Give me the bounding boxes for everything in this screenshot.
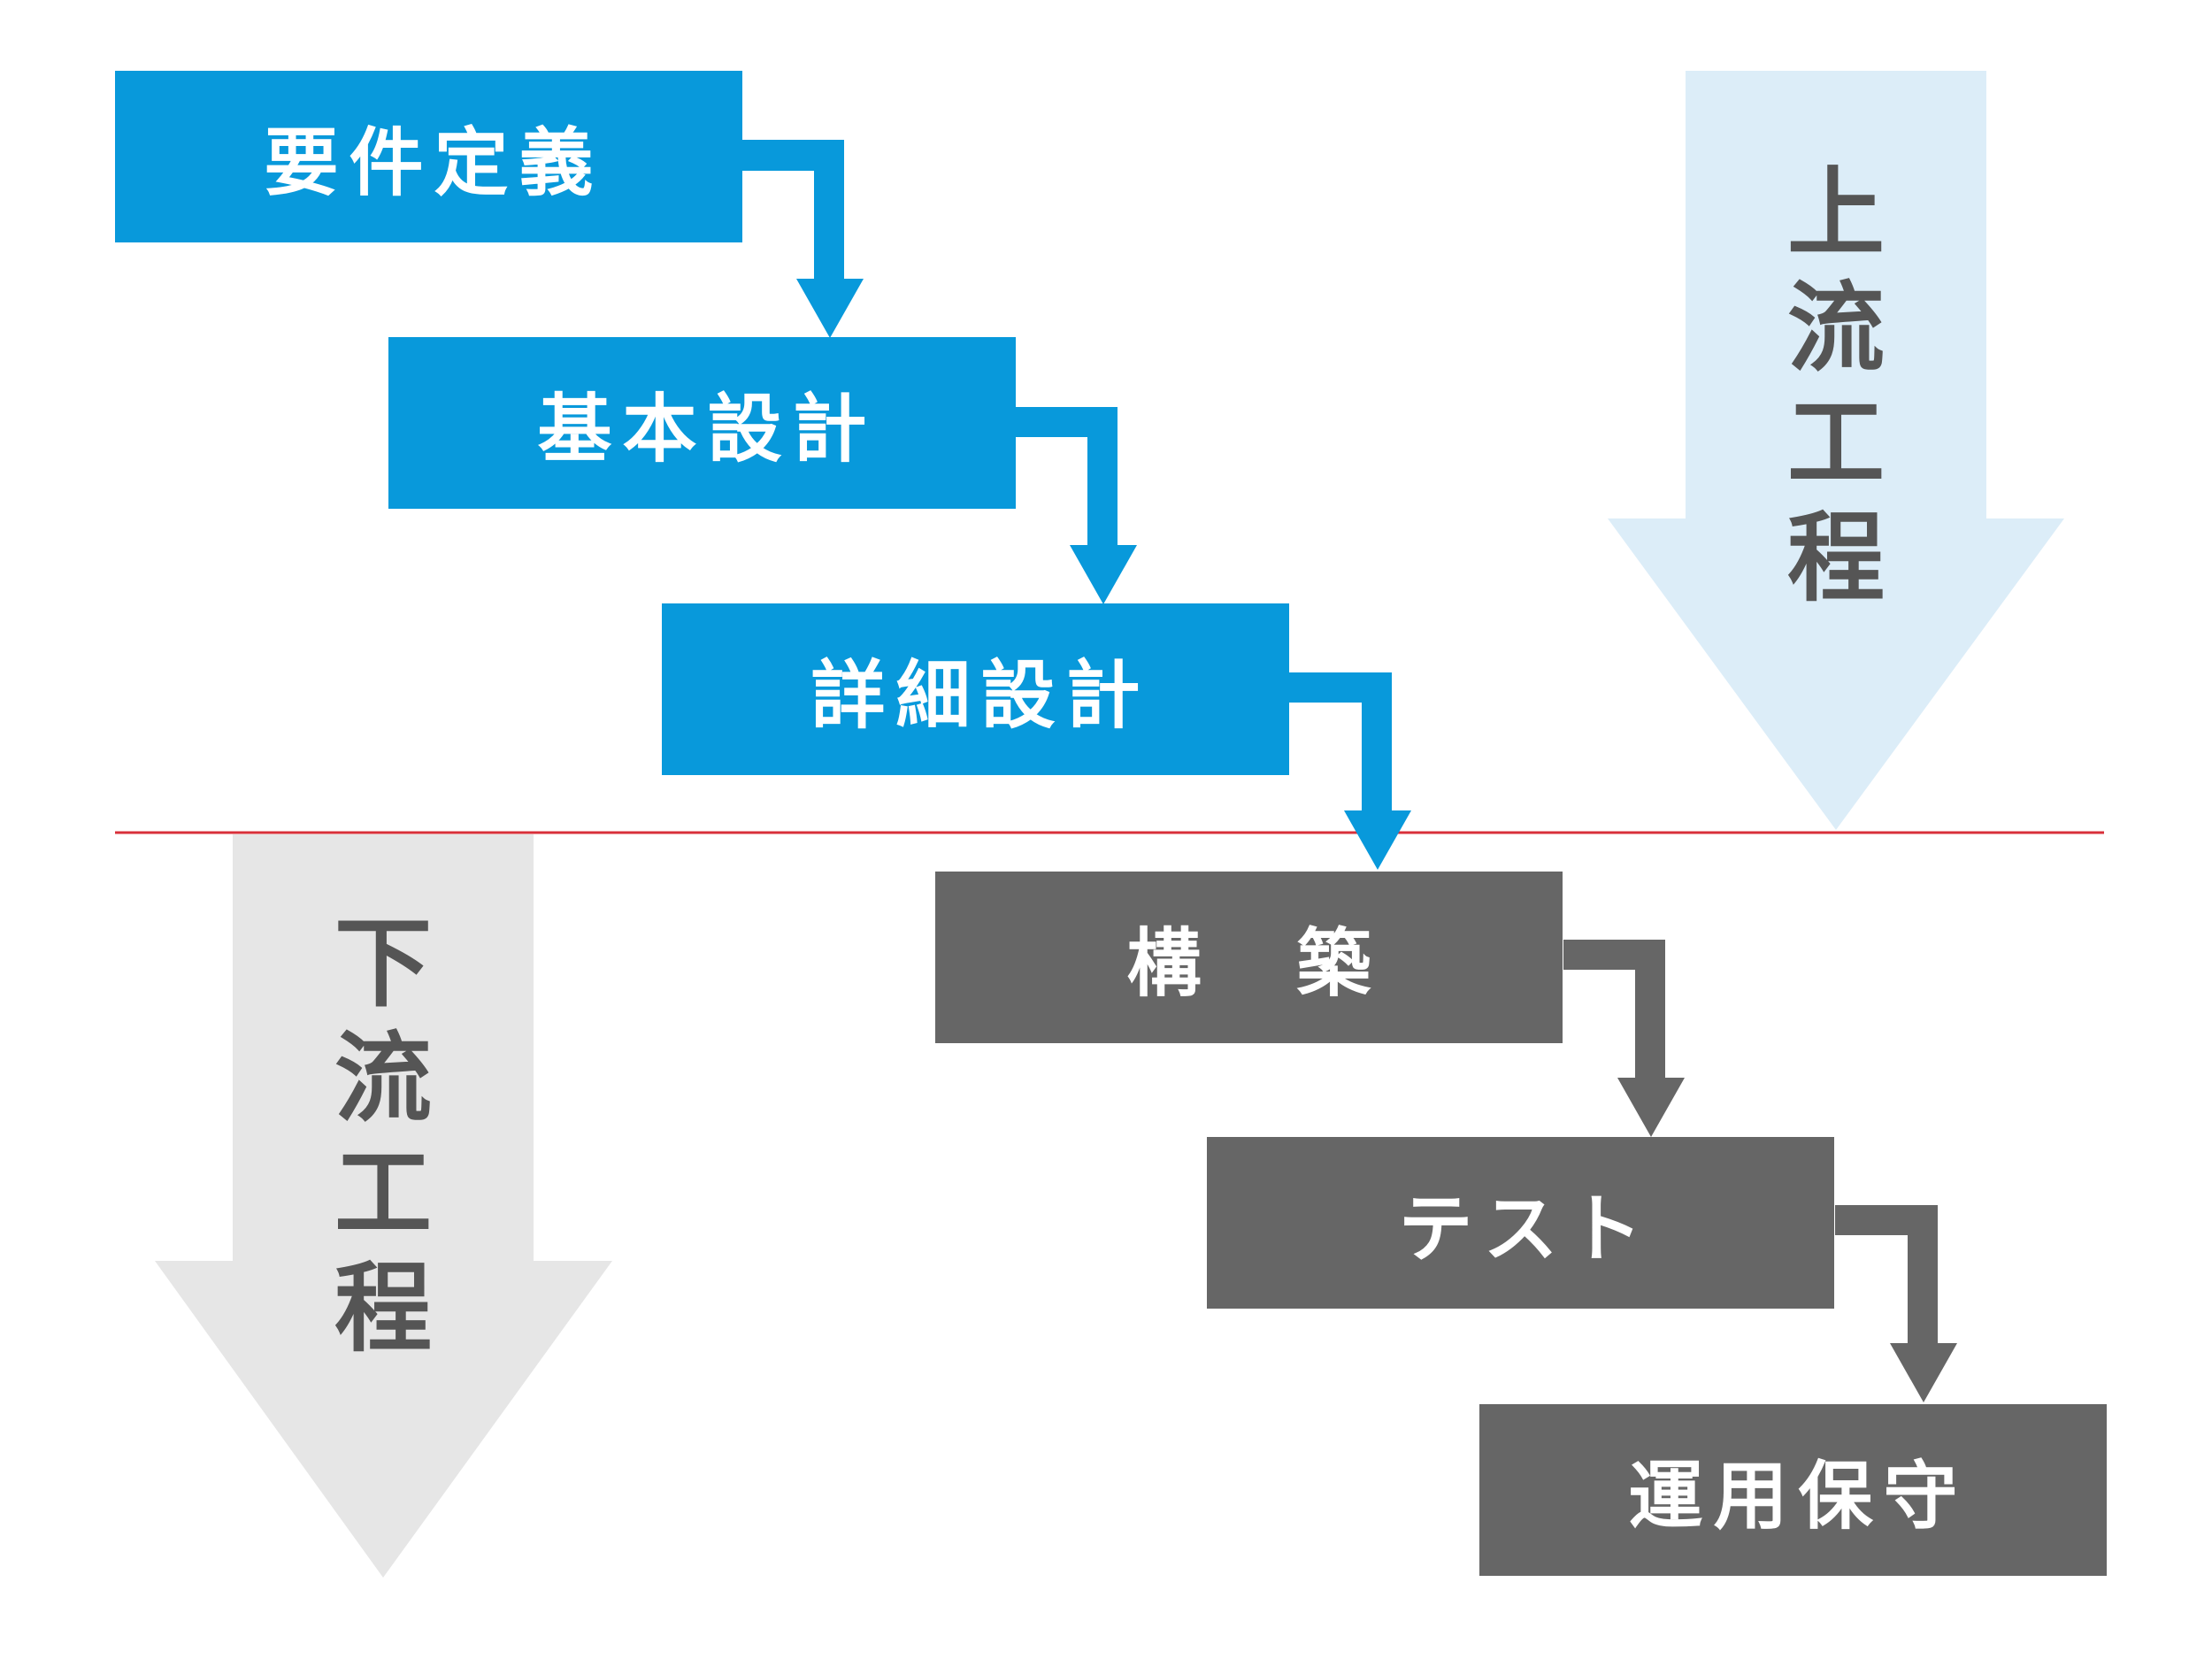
phase-char: 工 [334, 1137, 432, 1250]
phase-char: 程 [334, 1252, 432, 1365]
downstream-phase-arrow [155, 834, 612, 1578]
phase-char: 下 [334, 907, 432, 1020]
connector-arrow-5 [1835, 1205, 1957, 1402]
phase-char: 程 [1787, 502, 1885, 615]
step-label: 基本設計 [537, 385, 878, 472]
phase-char: 流 [1787, 272, 1885, 385]
step-label: 詳細設計 [810, 651, 1151, 739]
step-box-basic-design: 基本設計 [388, 337, 1016, 509]
downstream-phase-label: 下 流 工 程 [330, 906, 436, 1366]
connector-arrow-3 [1289, 672, 1411, 870]
step-label: 要件定義 [264, 119, 604, 206]
connector-arrow-1 [741, 140, 864, 338]
step-label: 運用保守 [1628, 1452, 1969, 1540]
upstream-phase-label: 上 流 工 程 [1783, 156, 1889, 616]
phase-char: 流 [334, 1022, 432, 1135]
phase-char: 上 [1787, 157, 1885, 270]
step-box-requirements: 要件定義 [115, 71, 742, 242]
step-label: 構 築 [1126, 919, 1382, 1007]
phase-char: 工 [1787, 387, 1885, 500]
step-box-construction: 構 築 [935, 872, 1563, 1043]
step-box-detailed-design: 詳細設計 [662, 603, 1289, 775]
connector-arrow-4 [1563, 940, 1685, 1137]
upstream-phase-arrow [1608, 71, 2064, 830]
step-box-operation-maintenance: 運用保守 [1479, 1404, 2107, 1576]
step-box-test: テスト [1207, 1137, 1834, 1309]
connector-arrow-2 [1016, 407, 1137, 604]
step-label: テスト [1398, 1185, 1654, 1272]
